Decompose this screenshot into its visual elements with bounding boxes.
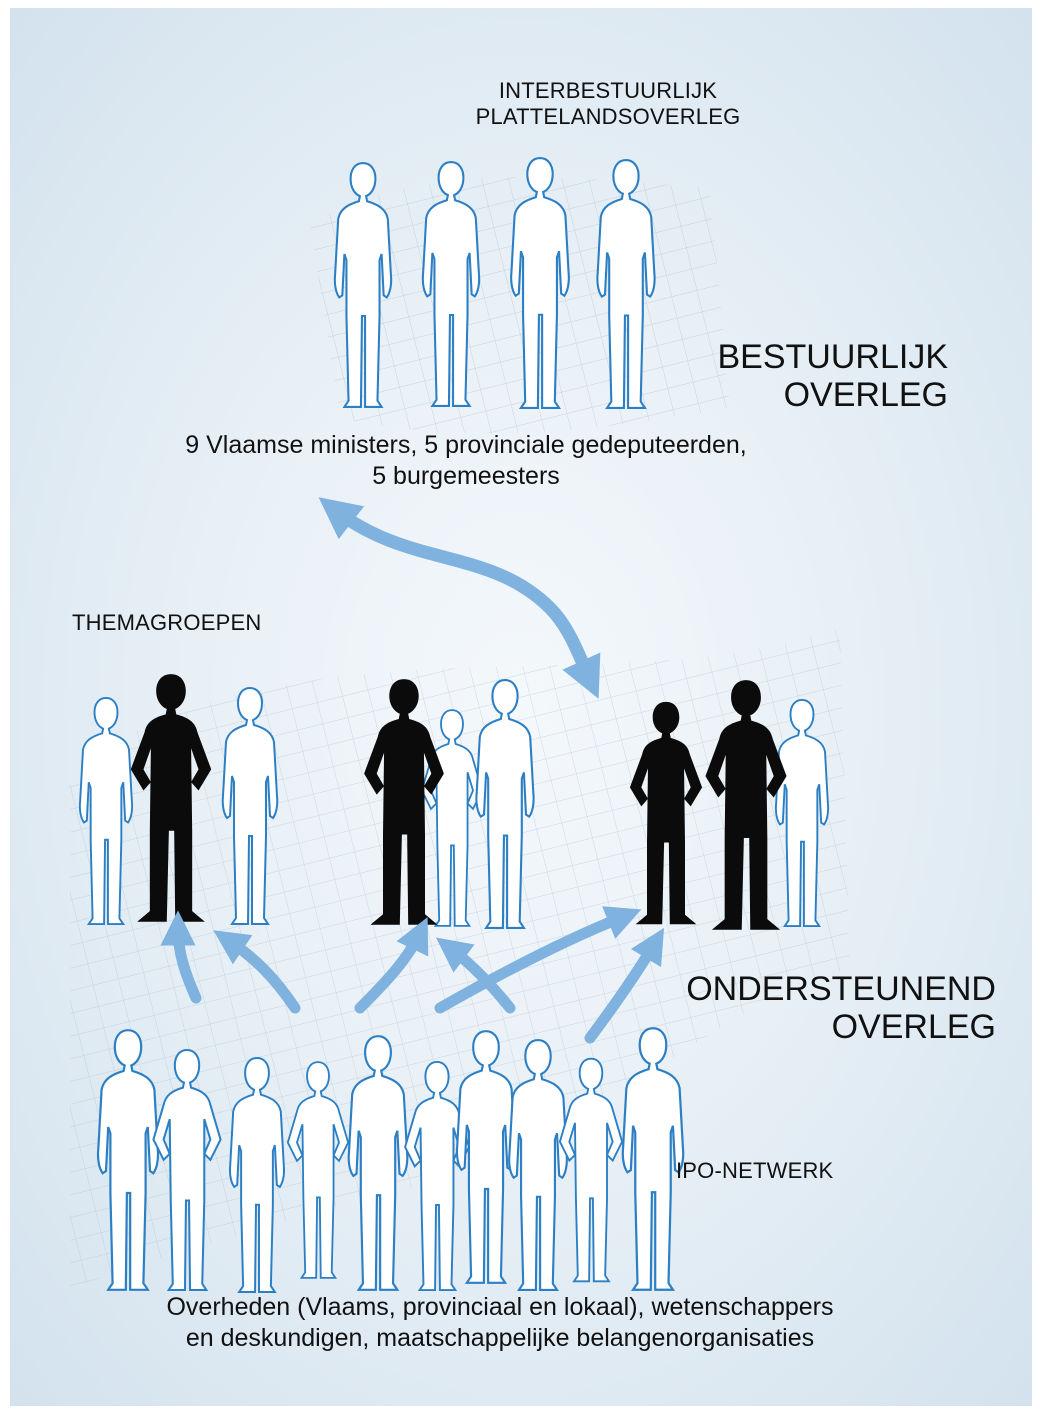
ipo-netwerk-label: IPO-NETWERK <box>676 1158 834 1183</box>
arrow-up-icon <box>434 906 642 1014</box>
arrow-up-icon <box>160 910 202 1004</box>
arrows <box>160 497 665 1044</box>
arrow-up-icon <box>213 930 301 1014</box>
arrow-up-icon <box>435 937 516 1014</box>
bestuurlijk-line1: BESTUURLIJK <box>717 338 949 376</box>
arrow-up-icon <box>584 927 665 1044</box>
arrow-up-icon <box>354 917 429 1014</box>
bestuurlijk-members-line1: 9 Vlaamse ministers, 5 provinciale gedep… <box>185 431 747 459</box>
ondersteunend-line2: OVERLEG <box>831 1008 996 1047</box>
bestuurlijk-members-line2: 5 burgemeesters <box>372 461 560 490</box>
bestuurlijk-line2: OVERLEG <box>783 376 948 415</box>
bestuurlijk-overleg-heading: BESTUURLIJK OVERLEG <box>718 338 949 414</box>
interbestuurlijk-line2: PLATTELANDSOVERLEG <box>475 104 741 130</box>
themagroepen-label: THEMAGROEPEN <box>72 610 262 635</box>
diagram-canvas: INTERBESTUURLIJK PLATTELANDSOVERLEG BEST… <box>10 8 1032 1406</box>
bestuurlijk-members: 9 Vlaamse ministers, 5 provinciale gedep… <box>66 430 866 491</box>
ondersteunend-members-line2: en deskundigen, maatschappelijke belange… <box>185 1323 815 1352</box>
double-arrow-icon <box>318 497 601 699</box>
diagram-artwork <box>70 157 850 1294</box>
ondersteunend-line1: ONDERSTEUNEND <box>686 970 996 1008</box>
ondersteunend-members-line1: Overheden (Vlaams, provinciaal en lokaal… <box>166 1293 834 1321</box>
theme-group-1 <box>78 674 279 926</box>
ondersteunend-overleg-heading: ONDERSTEUNEND OVERLEG <box>686 970 996 1046</box>
interbestuurlijk-line1: INTERBESTUURLIJK <box>498 78 718 103</box>
ondersteunend-members: Overheden (Vlaams, provinciaal en lokaal… <box>30 1292 970 1353</box>
interbestuurlijk-title: INTERBESTUURLIJK PLATTELANDSOVERLEG <box>458 78 758 131</box>
